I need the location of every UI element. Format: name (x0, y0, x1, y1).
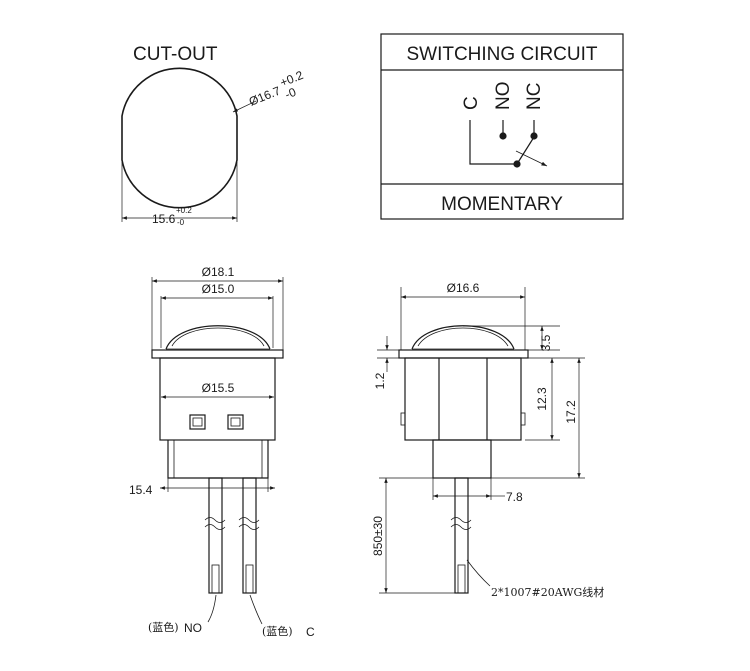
circuit-terminal-nc: NC (524, 83, 545, 110)
front-dome-inner (171, 327, 265, 347)
side-dome (411, 325, 515, 350)
circuit-common-wire (469, 120, 517, 165)
front-wire-no-label: NO (184, 621, 202, 635)
front-wire-c-color: (蓝色) (262, 624, 293, 638)
side-wire-spec: 2*1007#20AWG线材 (491, 585, 604, 599)
cutout-diameter-value: Ø16.7 (247, 83, 283, 108)
front-wire-no-break (204, 517, 226, 530)
front-wire-c-break (238, 517, 260, 530)
cutout-flat-value: 15.6 (152, 212, 176, 226)
front-terminal-window-right (227, 414, 244, 430)
front-body (159, 357, 276, 441)
side-wire-length: 850±30 (371, 516, 385, 556)
switching-circuit-box: SWITCHING CIRCUIT MOMENTARY C NO NC (380, 33, 624, 220)
side-dome-diameter: Ø16.6 (447, 281, 480, 295)
side-wire-tip (457, 564, 466, 594)
side-dome-height: 3.5 (539, 334, 553, 351)
cutout-diameter-leader (232, 100, 257, 113)
side-dome-inner (417, 327, 509, 347)
front-dome-diameter: Ø15.0 (202, 282, 235, 296)
side-flange-thickness: 1.2 (373, 372, 387, 389)
circuit-header: SWITCHING CIRCUIT (406, 44, 597, 65)
cutout-diameter-tol-lower: -0 (283, 85, 298, 102)
side-flange (398, 349, 529, 359)
cutout-flat-tol-lower: -0 (177, 218, 185, 227)
front-wire-no-color: (蓝色) (148, 620, 179, 634)
circuit-actuator-arrow (515, 150, 548, 167)
side-clip-left (400, 412, 406, 426)
front-terminal-window-left-inner (192, 417, 203, 427)
side-wire-spec-leader (466, 559, 491, 587)
circuit-terminal-c: C (461, 96, 482, 110)
front-wire-no-tip (211, 564, 220, 594)
cutout-flat-tol-upper: +0.2 (176, 206, 192, 215)
front-wire-no-leader (207, 594, 217, 623)
circuit-switch-blade (516, 136, 535, 165)
front-wire-c (242, 477, 257, 594)
front-view: Ø18.1 Ø15.0 Ø15.5 15.4 (129, 265, 315, 639)
front-terminal-window-left (189, 414, 206, 430)
circuit-footer: MOMENTARY (441, 194, 563, 215)
front-body-diameter: Ø15.5 (202, 381, 235, 395)
circuit-terminal-no: NO (493, 82, 514, 111)
side-tail (432, 439, 492, 479)
front-wire-no (208, 477, 223, 594)
side-total-height: 17.2 (564, 400, 578, 424)
front-outer-diameter: Ø18.1 (202, 265, 235, 279)
cutout-title: CUT-OUT (133, 44, 218, 65)
circuit-nc-contact (530, 132, 538, 140)
cutout-view: CUT-OUT Ø16.7 +0.2 -0 15.6 +0.2 -0 (121, 44, 306, 227)
circuit-no-contact (499, 132, 507, 140)
cutout-diameter-dimension: Ø16.7 +0.2 -0 (247, 68, 306, 109)
front-wire-c-label: C (306, 625, 315, 639)
front-dome (165, 325, 271, 350)
front-wire-c-leader (249, 594, 263, 625)
front-wire-c-tip (245, 564, 254, 594)
front-flange (151, 349, 284, 359)
side-view: Ø16.6 3.5 12.3 17.2 (371, 281, 604, 599)
side-tail-width: 7.8 (506, 490, 523, 504)
front-bottom-width: 15.4 (129, 483, 153, 497)
side-body-height: 12.3 (535, 387, 549, 411)
front-lower-housing (167, 440, 269, 479)
side-body (404, 357, 522, 441)
side-wire (454, 477, 469, 594)
circuit-frame (380, 33, 624, 220)
cutout-shape (121, 67, 238, 209)
side-clip-right (520, 412, 526, 426)
front-terminal-window-right-inner (230, 417, 241, 427)
side-wire-break (450, 517, 472, 530)
